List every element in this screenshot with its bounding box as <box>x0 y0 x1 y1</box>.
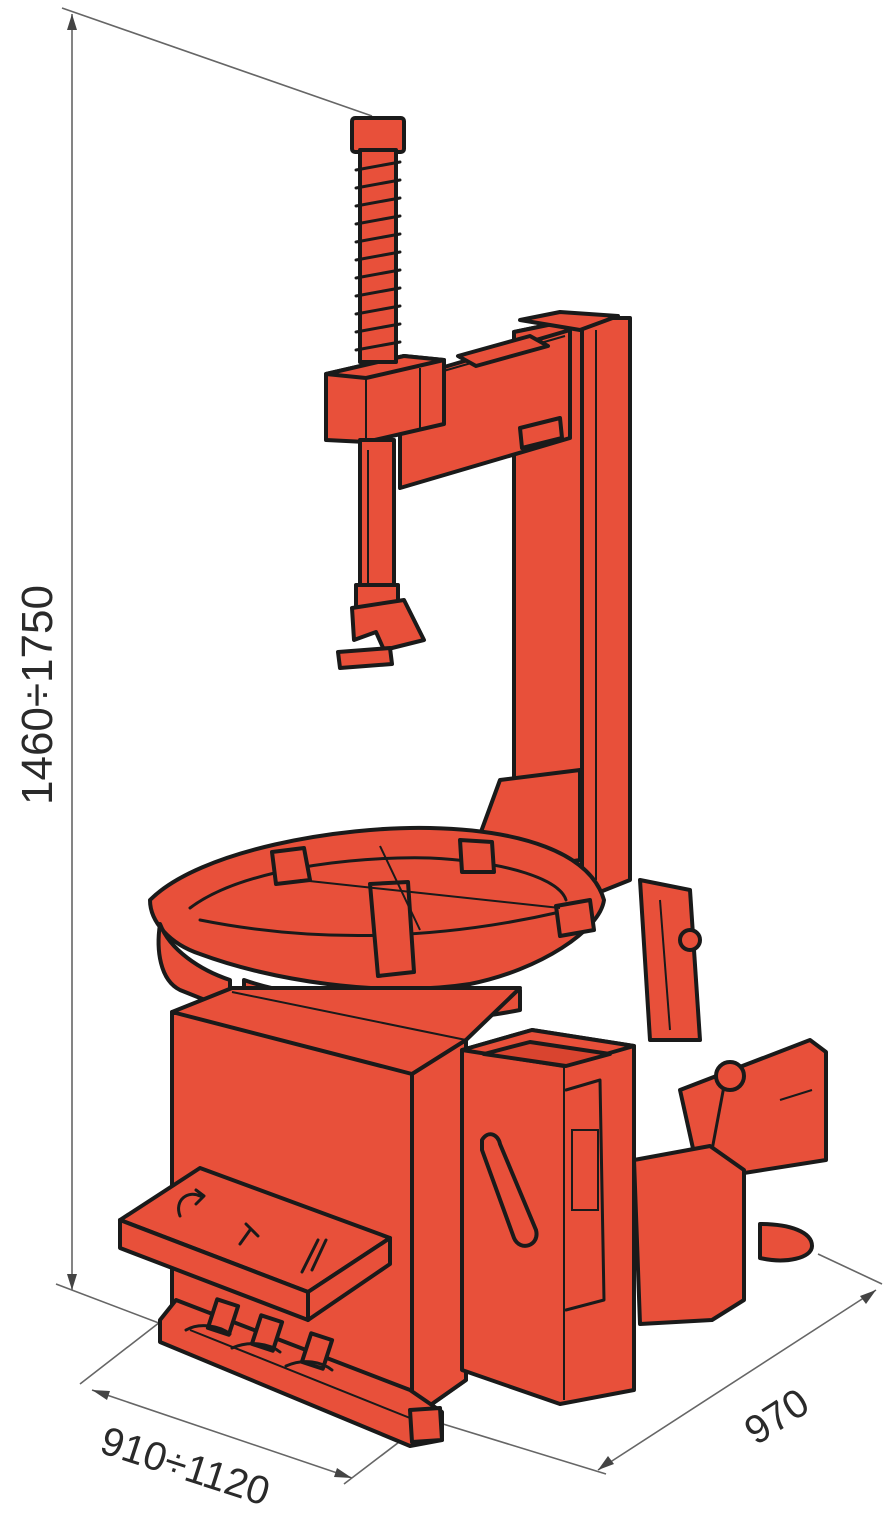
mounting-tool-shaft <box>336 438 426 670</box>
air-line-detail <box>638 878 702 1042</box>
bead-breaker-housing <box>460 1028 636 1406</box>
spring-shaft <box>350 116 406 364</box>
bead-breaker-arm <box>632 1038 828 1326</box>
pedal-base <box>158 1297 444 1448</box>
control-panel <box>118 1166 392 1322</box>
inflate-symbol-icon <box>238 1222 260 1246</box>
width-dimension-label: 910÷1120 <box>95 1419 275 1515</box>
depth-dimension <box>429 1253 883 1475</box>
rotate-symbol-icon <box>177 1188 206 1218</box>
bead-symbol-icon <box>300 1238 328 1274</box>
tyre-changer-machine <box>118 116 828 1448</box>
tool-head-block <box>324 354 446 444</box>
depth-dimension-label: 970 <box>737 1380 817 1453</box>
width-dimension <box>79 1321 429 1485</box>
height-dimension <box>55 7 373 1329</box>
height-dimension-label: 1460÷1750 <box>13 585 62 805</box>
vertical-column <box>476 310 632 902</box>
